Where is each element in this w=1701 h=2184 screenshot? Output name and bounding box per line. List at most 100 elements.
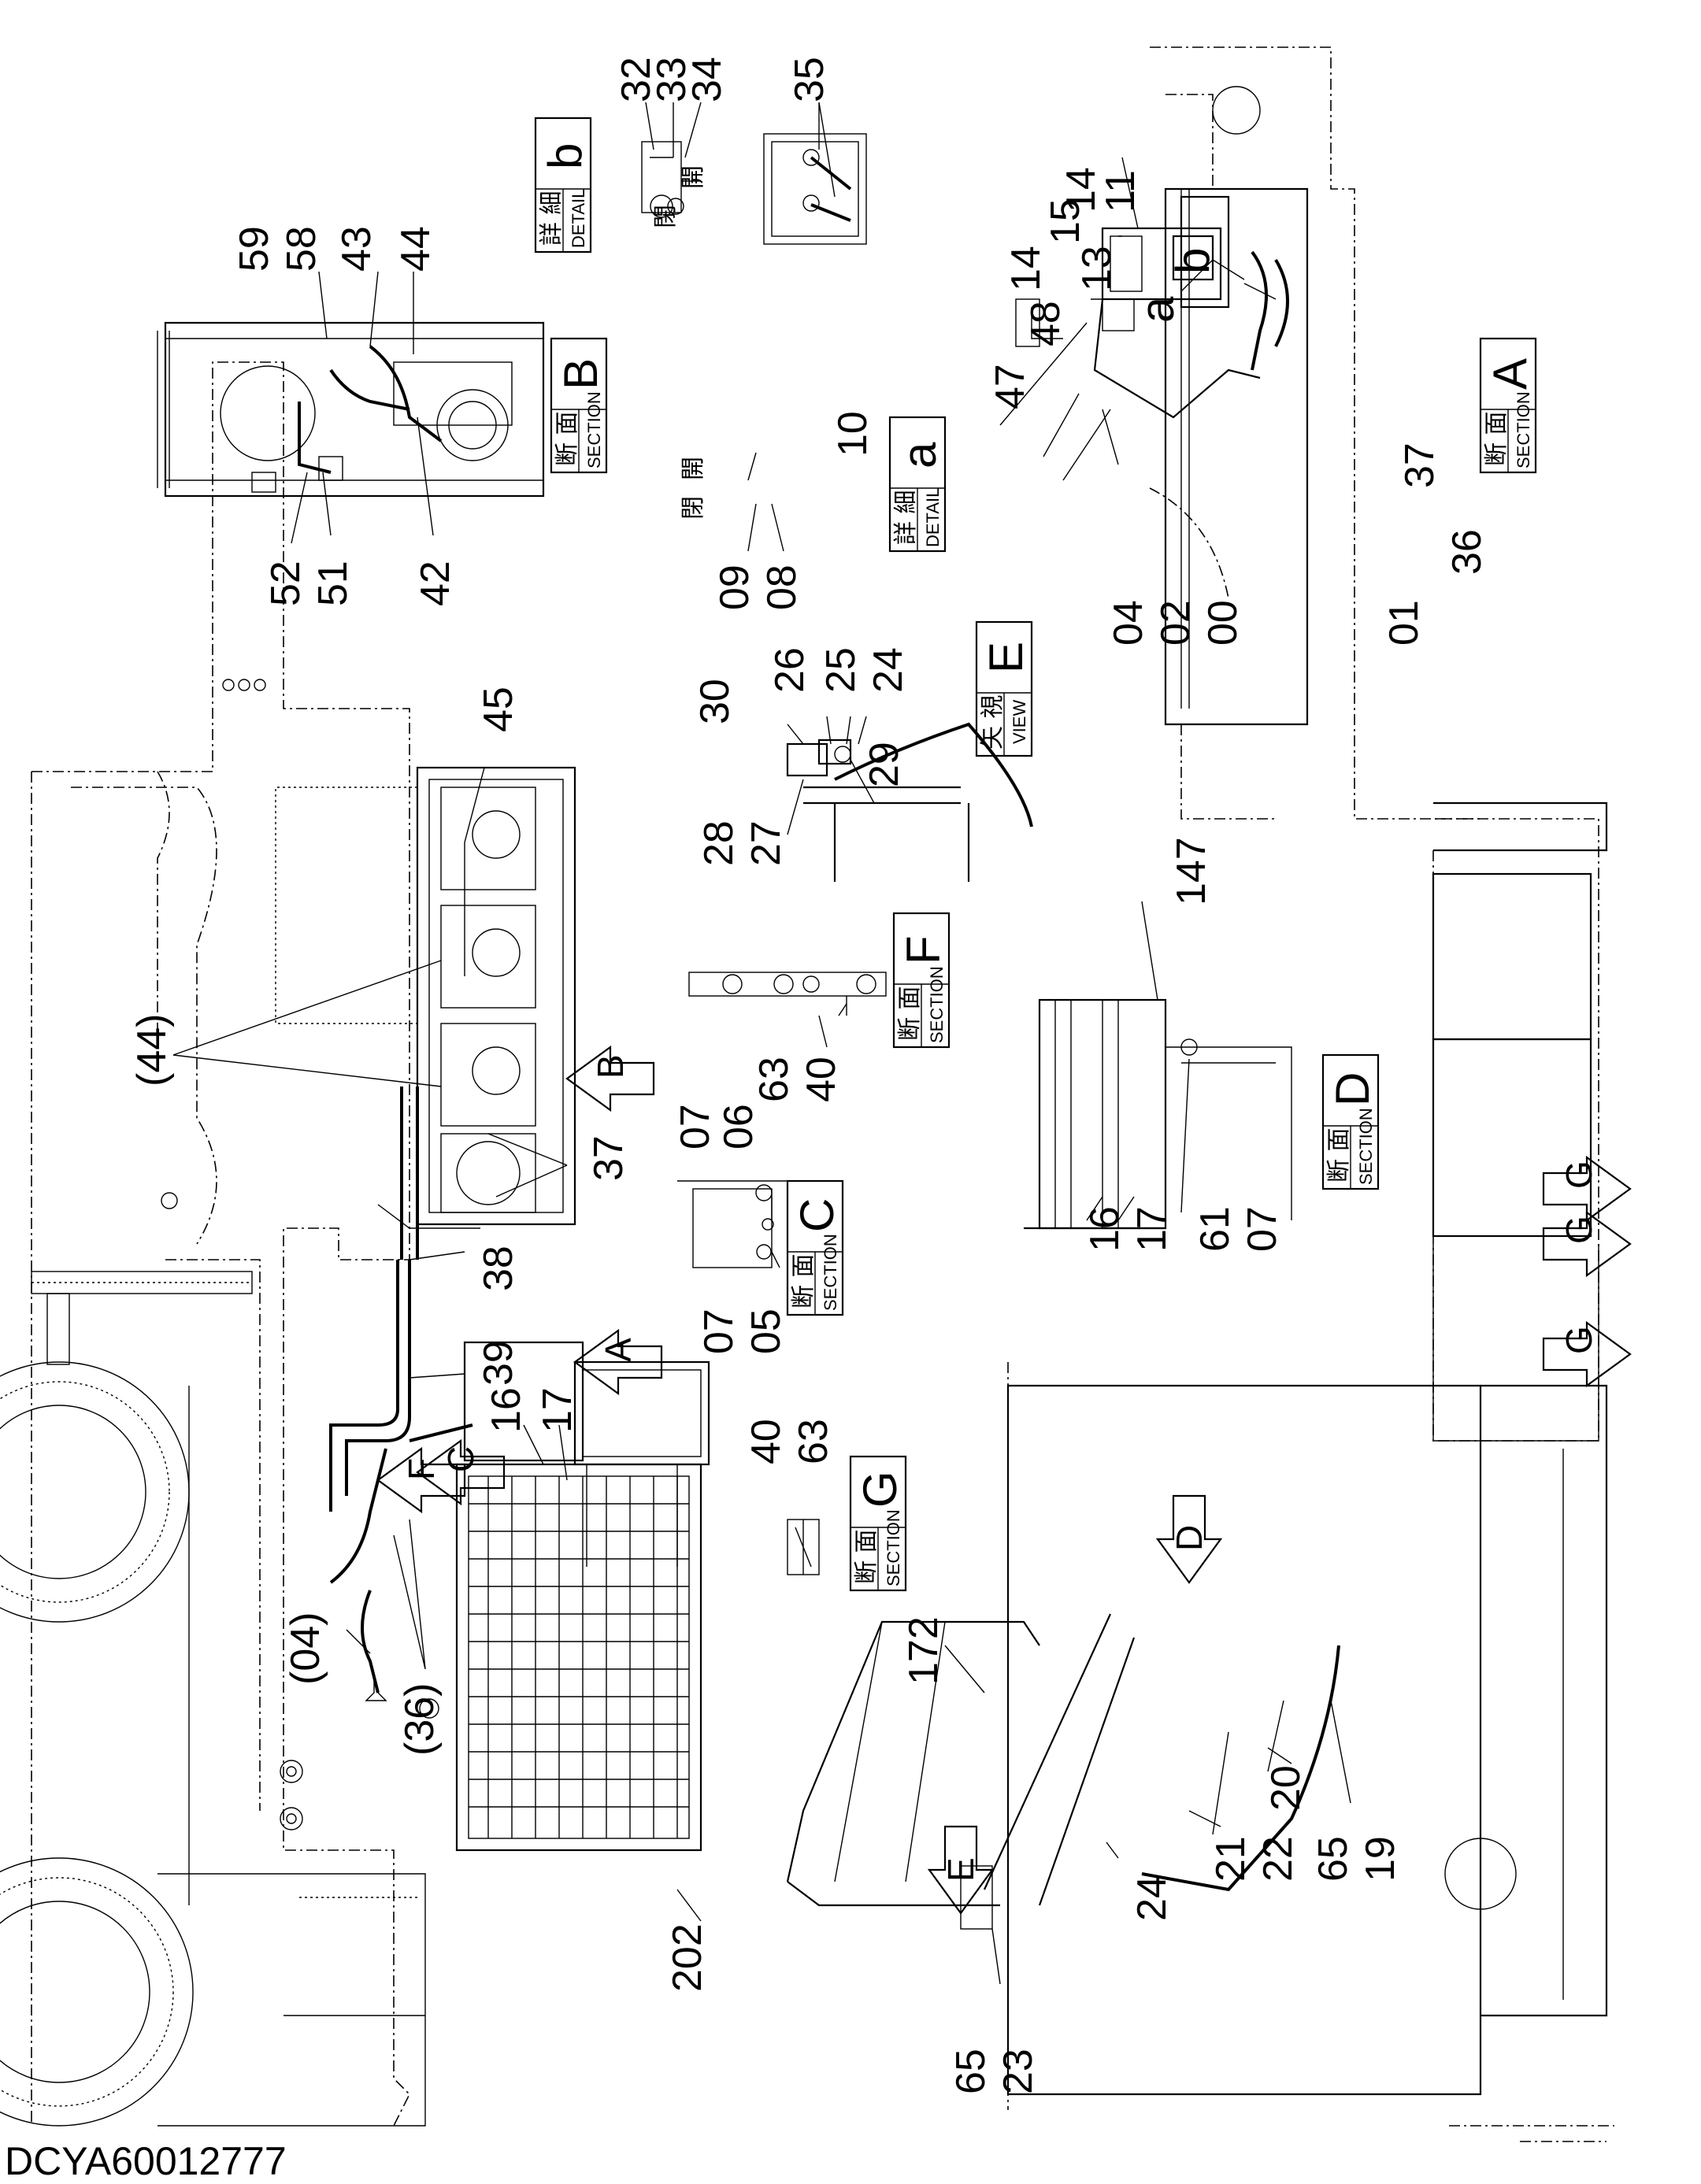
callout-17b: 17 xyxy=(535,1387,580,1433)
valve-mark-close-a: 閉 xyxy=(680,496,707,520)
callout-36b: (36) xyxy=(397,1683,443,1756)
view-header-section-B: 断 面 SECTION B xyxy=(550,337,608,474)
section-D-en: SECTION xyxy=(1356,1108,1376,1185)
callout-23: 23 xyxy=(995,2049,1041,2094)
callout-01: 01 xyxy=(1381,600,1427,646)
callout-42: 42 xyxy=(413,561,458,606)
callout-14b: 14 xyxy=(1003,246,1049,291)
view-E-letter: E xyxy=(980,642,1032,673)
callout-37b: 37 xyxy=(586,1135,632,1181)
section-c-drawing xyxy=(677,1180,788,1268)
callout-06: 06 xyxy=(716,1104,762,1149)
callout-48: 48 xyxy=(1023,301,1069,346)
callout-65b: 65 xyxy=(948,2049,994,2094)
callout-22: 22 xyxy=(1255,1836,1301,1882)
view-arrow-G3: G xyxy=(1542,1320,1632,1388)
section-G-jp: 断 面 xyxy=(853,1529,880,1584)
section-D-jp: 断 面 xyxy=(1325,1127,1353,1183)
callout-02: 02 xyxy=(1153,600,1199,646)
detail-b-en: DETAIL xyxy=(569,189,588,248)
section-D-letter: D xyxy=(1326,1072,1379,1106)
detail-b-jp: 詳 細 xyxy=(538,191,565,246)
view-header-detail-a: 詳 細 DETAIL a xyxy=(888,416,947,553)
callout-45: 45 xyxy=(476,687,521,732)
section-g-drawing xyxy=(787,1519,820,1575)
callout-28: 28 xyxy=(696,820,742,866)
callout-07a: 07 xyxy=(673,1104,718,1149)
view-header-section-D: 断 面 SECTION D xyxy=(1321,1053,1380,1190)
callout-00: 00 xyxy=(1200,600,1246,646)
svg-text:D: D xyxy=(1169,1525,1210,1551)
callout-63a: 63 xyxy=(751,1057,797,1102)
detail-marker-b: b xyxy=(1166,248,1219,274)
callout-63b: 63 xyxy=(791,1419,836,1464)
callout-30: 30 xyxy=(692,679,738,724)
view-header-section-A: 断 面 SECTION A xyxy=(1479,337,1537,474)
callout-07c: 07 xyxy=(1240,1206,1285,1252)
document-id: DCYA60012777 xyxy=(5,2139,287,2183)
svg-text:G: G xyxy=(1558,1216,1599,1244)
callout-39: 39 xyxy=(476,1340,521,1386)
callout-17a: 17 xyxy=(1129,1206,1175,1252)
callout-16b: 16 xyxy=(484,1387,529,1433)
section-G-letter: G xyxy=(854,1471,906,1508)
svg-text:C: C xyxy=(440,1446,481,1472)
section-b-drawing xyxy=(157,321,545,498)
section-A-jp: 断 面 xyxy=(1483,411,1510,466)
section-A-letter: A xyxy=(1484,358,1536,390)
callout-172: 172 xyxy=(901,1616,947,1685)
detail-b-drawing xyxy=(641,141,701,218)
callout-04b: (04) xyxy=(283,1612,328,1685)
view-arrow-B: B xyxy=(565,1045,655,1112)
svg-text:G: G xyxy=(1558,1326,1599,1354)
valve-mark-open-b: 開 xyxy=(680,165,707,189)
callout-10: 10 xyxy=(830,411,876,457)
callout-65a: 65 xyxy=(1310,1836,1356,1882)
callout-26: 26 xyxy=(767,647,813,693)
view-header-section-F: 断 面 SECTION F xyxy=(892,912,951,1049)
section-C-en: SECTION xyxy=(821,1234,840,1311)
callout-51: 51 xyxy=(310,561,356,606)
callout-37a: 37 xyxy=(1397,442,1443,488)
callout-08: 08 xyxy=(759,565,805,610)
view-arrow-G1: G xyxy=(1542,1155,1632,1223)
callout-40b: 40 xyxy=(743,1419,789,1464)
section-F-jp: 断 面 xyxy=(896,986,924,1041)
valve-mark-open-a: 開 xyxy=(680,457,707,480)
view-arrow-A: A xyxy=(573,1328,663,1396)
callout-14a: 14 xyxy=(1058,167,1104,213)
section-F-letter: F xyxy=(897,935,950,964)
view-header-section-C: 断 面 SECTION C xyxy=(786,1179,844,1316)
callout-15: 15 xyxy=(1043,198,1088,244)
callout-202: 202 xyxy=(665,1923,710,1992)
detail-b-letter: b xyxy=(539,143,591,169)
section-G-en: SECTION xyxy=(884,1509,903,1586)
detail-a-jp: 詳 細 xyxy=(892,490,920,545)
callout-147: 147 xyxy=(1169,837,1214,905)
svg-text:B: B xyxy=(590,1054,631,1079)
section-B-jp: 断 面 xyxy=(554,411,581,466)
callout-16a: 16 xyxy=(1082,1206,1128,1252)
svg-text:G: G xyxy=(1558,1160,1599,1189)
callout-07b: 07 xyxy=(696,1309,742,1354)
section-F-en: SECTION xyxy=(927,966,947,1043)
callout-25: 25 xyxy=(818,647,864,693)
svg-text:F: F xyxy=(401,1458,442,1480)
section-B-letter: B xyxy=(554,358,607,390)
detail-marker-a: a xyxy=(1131,296,1184,323)
callout-13: 13 xyxy=(1074,246,1120,291)
callout-36a: 36 xyxy=(1444,529,1490,575)
detail-a-en: DETAIL xyxy=(923,488,943,547)
callout-05: 05 xyxy=(743,1309,789,1354)
callout-27: 27 xyxy=(743,820,789,866)
callout-43: 43 xyxy=(334,226,380,272)
callout-21: 21 xyxy=(1208,1836,1254,1882)
view-arrow-F: F xyxy=(376,1446,466,1514)
callout-61: 61 xyxy=(1192,1206,1238,1252)
callout-04: 04 xyxy=(1106,600,1151,646)
callout-24a: 24 xyxy=(865,647,911,693)
radiator-grille xyxy=(455,1341,710,1852)
callout-52: 52 xyxy=(263,561,309,606)
view-E-jp: 矢 視 xyxy=(979,694,1006,750)
